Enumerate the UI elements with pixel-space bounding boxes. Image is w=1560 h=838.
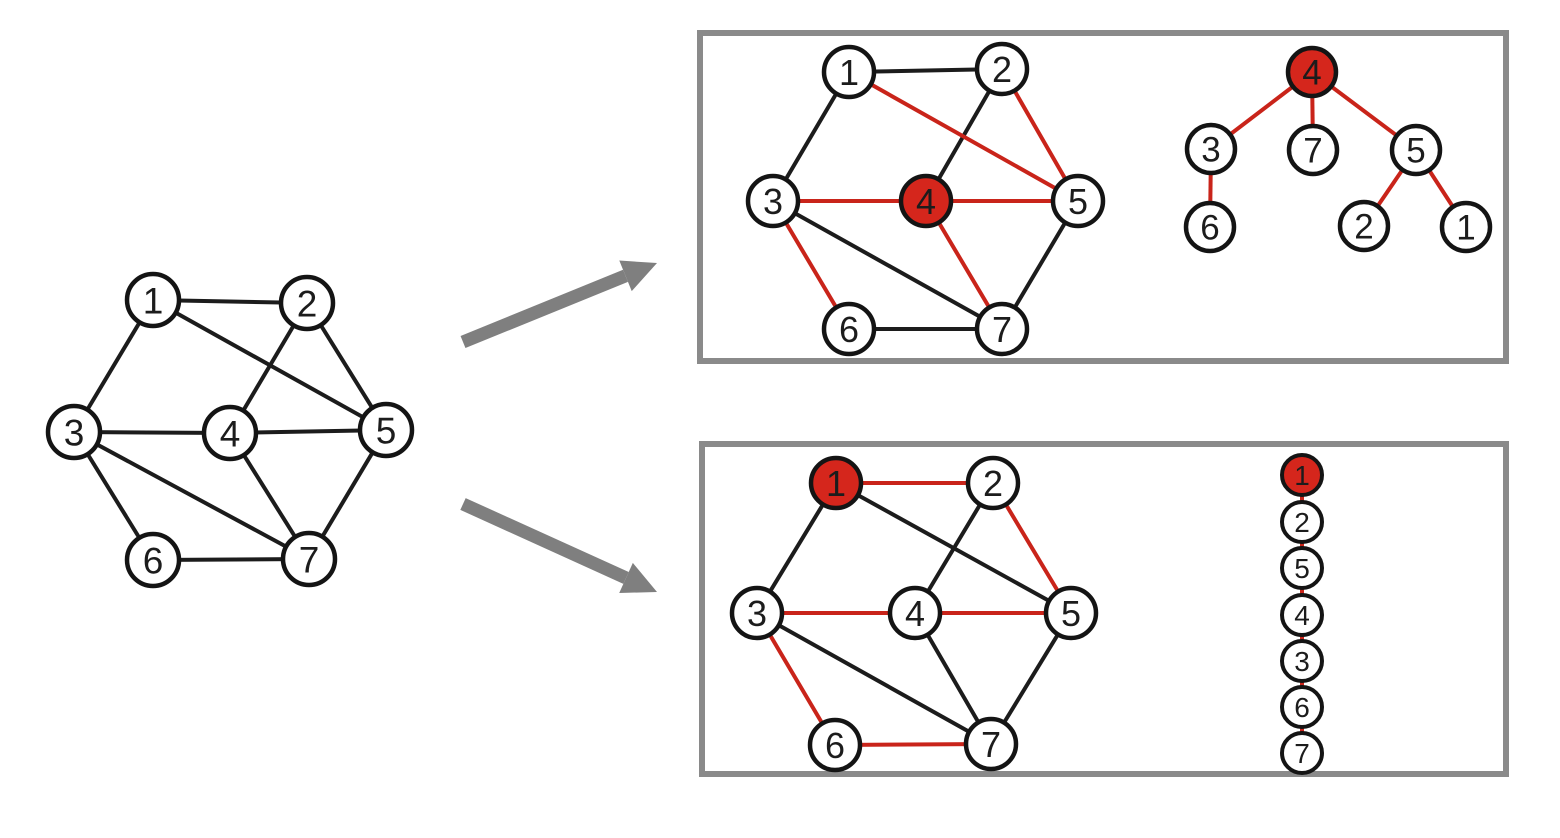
bfs-tree-node-label-5: 5 bbox=[1406, 132, 1425, 171]
original-graph-node-5 bbox=[357, 401, 415, 459]
dfs-chain-node-label-3: 3 bbox=[1294, 646, 1310, 677]
arrow-to-bfs-panel bbox=[460, 260, 657, 349]
original-graph-node-6 bbox=[124, 531, 182, 589]
bfs-tree-node-5 bbox=[1389, 123, 1443, 177]
dfs-chain-node-label-6: 6 bbox=[1294, 692, 1310, 723]
dfs-chain-node-4 bbox=[1280, 593, 1324, 637]
arrow-to-dfs-panel bbox=[460, 498, 657, 593]
dfs-chain-node-3 bbox=[1280, 639, 1324, 683]
arrow-to-bfs-panel-shaft bbox=[460, 269, 628, 349]
original-graph: 1 2 3 4 5 6 7 bbox=[45, 271, 415, 589]
bfs-graph-node-2 bbox=[974, 41, 1030, 97]
bfs-graph-node-label-7: 7 bbox=[992, 309, 1012, 350]
original-graph-node-2 bbox=[278, 274, 336, 332]
bfs-tree-node-label-2: 2 bbox=[1354, 208, 1373, 247]
bfs-tree-node-6 bbox=[1183, 200, 1237, 254]
bfs-tree-node-label-7: 7 bbox=[1303, 132, 1322, 171]
arrow-to-bfs-panel-head-icon bbox=[619, 260, 657, 292]
bfs-graph-node-label-2: 2 bbox=[992, 49, 1012, 90]
dfs-chain-node-label-4: 4 bbox=[1294, 600, 1310, 631]
dfs-chain-node-7 bbox=[1280, 731, 1324, 775]
bfs-graph-edge-5-1 bbox=[848, 70, 1079, 203]
dfs-graph-node-label-6: 6 bbox=[825, 725, 845, 766]
dfs-graph-node-label-7: 7 bbox=[981, 724, 1001, 765]
dfs-chain-node-label-2: 2 bbox=[1294, 507, 1310, 538]
bfs-graph-node-4 bbox=[898, 173, 954, 229]
bfs-graph-node-6 bbox=[821, 301, 877, 357]
bfs-graph-node-label-1: 1 bbox=[839, 52, 859, 93]
original-graph-node-label-6: 6 bbox=[143, 540, 164, 581]
dfs-chain: 1 2 5 4 3 6 7 bbox=[1280, 453, 1324, 775]
bfs-graph: 1 2 3 4 5 6 7 bbox=[745, 41, 1106, 357]
dfs-graph-node-label-4: 4 bbox=[905, 593, 925, 634]
bfs-tree-node-4 bbox=[1285, 45, 1339, 99]
original-graph-edge-3-7 bbox=[73, 430, 310, 561]
bfs-graph-node-label-4: 4 bbox=[916, 181, 936, 222]
dfs-graph-node-label-2: 2 bbox=[983, 463, 1003, 504]
dfs-graph-node-5 bbox=[1043, 585, 1099, 641]
dfs-graph-node-7 bbox=[963, 716, 1019, 772]
bfs-graph-node-3 bbox=[745, 173, 801, 229]
bfs-tree-node-label-3: 3 bbox=[1201, 131, 1220, 170]
dfs-chain-node-2 bbox=[1280, 500, 1324, 544]
dfs-graph-node-4 bbox=[887, 585, 943, 641]
dfs-graph-node-label-3: 3 bbox=[747, 593, 767, 634]
dfs-graph-node-2 bbox=[965, 455, 1021, 511]
dfs-graph-node-1 bbox=[808, 455, 864, 511]
bfs-graph-node-7 bbox=[974, 301, 1030, 357]
bfs-tree-node-1 bbox=[1439, 200, 1493, 254]
original-graph-node-label-4: 4 bbox=[220, 413, 241, 454]
dfs-graph: 1 2 3 4 5 6 7 bbox=[729, 455, 1099, 773]
bfs-tree-node-3 bbox=[1184, 122, 1238, 176]
bfs-tree-node-label-6: 6 bbox=[1200, 209, 1219, 248]
dfs-chain-node-1 bbox=[1280, 453, 1324, 497]
dfs-graph-node-6 bbox=[807, 717, 863, 773]
original-graph-node-label-3: 3 bbox=[64, 412, 85, 453]
dfs-panel bbox=[699, 441, 1509, 777]
bfs-graph-node-label-3: 3 bbox=[763, 181, 783, 222]
bfs-tree-node-7 bbox=[1286, 123, 1340, 177]
dfs-chain-node-label-7: 7 bbox=[1294, 738, 1310, 769]
original-graph-node-1 bbox=[124, 271, 182, 329]
dfs-graph-node-3 bbox=[729, 585, 785, 641]
dfs-chain-node-5 bbox=[1280, 546, 1324, 590]
dfs-graph-node-label-1: 1 bbox=[826, 463, 846, 504]
bfs-graph-node-label-6: 6 bbox=[839, 309, 859, 350]
dfs-chain-node-6 bbox=[1280, 685, 1324, 729]
arrow-to-dfs-panel-shaft bbox=[460, 498, 629, 584]
bfs-panel bbox=[697, 30, 1509, 364]
original-graph-node-7 bbox=[280, 530, 338, 588]
original-graph-node-4 bbox=[201, 404, 259, 462]
bfs-graph-node-label-5: 5 bbox=[1068, 181, 1088, 222]
bfs-graph-node-5 bbox=[1050, 173, 1106, 229]
dfs-graph-node-label-5: 5 bbox=[1061, 593, 1081, 634]
dfs-graph-edge-3-7 bbox=[756, 611, 992, 746]
bfs-tree-node-label-1: 1 bbox=[1456, 209, 1475, 248]
bfs-graph-edge-3-7 bbox=[772, 199, 1003, 331]
bfs-tree-node-2 bbox=[1337, 199, 1391, 253]
bfs-tree-node-label-4: 4 bbox=[1302, 54, 1321, 93]
original-graph-node-label-1: 1 bbox=[143, 280, 164, 321]
original-graph-node-label-5: 5 bbox=[376, 410, 397, 451]
bfs-tree: 4 3 7 5 6 2 1 bbox=[1183, 45, 1493, 254]
dfs-chain-node-label-1: 1 bbox=[1294, 460, 1310, 491]
original-graph-node-3 bbox=[45, 403, 103, 461]
dfs-chain-node-label-5: 5 bbox=[1294, 553, 1310, 584]
arrow-to-dfs-panel-head-icon bbox=[619, 562, 657, 593]
original-graph-node-label-2: 2 bbox=[297, 283, 318, 324]
original-graph-node-label-7: 7 bbox=[299, 539, 320, 580]
bfs-graph-node-1 bbox=[821, 44, 877, 100]
